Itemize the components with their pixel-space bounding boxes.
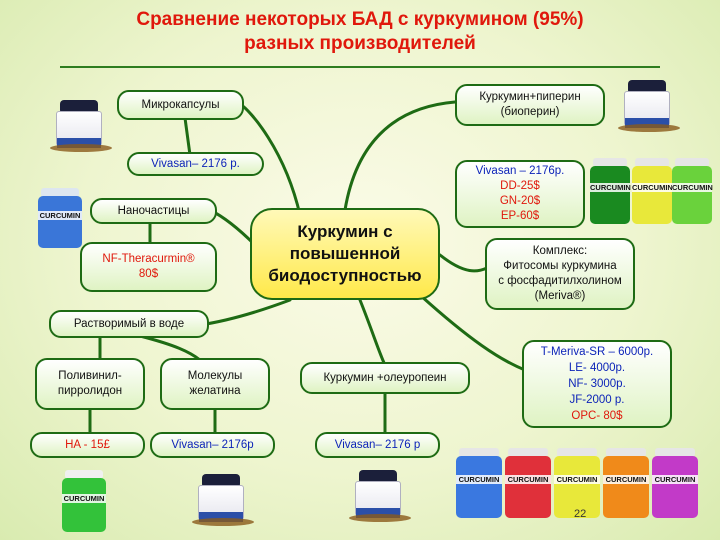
node-pvp-line-2: пирролидон	[57, 385, 123, 397]
node-nf-theracurmin: NF-Theracurmin® 80$	[80, 242, 217, 292]
node-microcapsules: Микрокапсулы	[117, 90, 244, 120]
node-piperine-line-2: (биоперин)	[500, 106, 560, 118]
curcumin-jar-image: CURCUMIN	[38, 188, 82, 248]
connector-center-soluble	[198, 298, 292, 327]
jar-label: CURCUMIN	[554, 474, 600, 484]
piperine-price-4: EP-60$	[500, 210, 540, 222]
meriva-price-5: OPC- 80$	[571, 410, 623, 422]
jar-label: CURCUMIN	[505, 474, 551, 484]
jar-label: CURCUMIN	[672, 183, 713, 193]
complex-line-2: Фитосомы куркумина	[503, 260, 617, 272]
product-tub-image	[192, 474, 254, 526]
connector-center-microcapsules	[238, 102, 302, 217]
meriva-price-4: JF-2000 р.	[569, 394, 625, 406]
curcumin-jar-image: CURCUMIN	[456, 448, 502, 518]
complex-line-3: с фосфадитилхолином	[498, 275, 622, 287]
node-gelatin-price: Vivasan– 2176р	[150, 432, 275, 458]
jar-label: CURCUMIN	[652, 474, 698, 484]
title-line-2: разных производителей	[244, 33, 476, 54]
complex-line-1: Комплекс:	[532, 245, 588, 257]
product-tub-image	[50, 100, 112, 152]
node-gelatin: Молекулы желатина	[160, 358, 270, 410]
node-nf-line-2: 80$	[138, 268, 159, 280]
node-soluble-label: Растворимый в воде	[73, 317, 185, 330]
node-nf-line-1: NF-Theracurmin®	[102, 253, 195, 265]
node-piperine-prices: Vivasan – 2176р. DD-25$ GN-20$ EP-60$	[455, 160, 585, 228]
curcumin-jar-image: CURCUMIN	[632, 158, 673, 224]
piperine-price-1: Vivasan – 2176р.	[475, 165, 565, 177]
meriva-price-2: LE- 4000р.	[568, 362, 626, 374]
curcumin-jar-image: CURCUMIN	[62, 470, 106, 532]
jar-label: CURCUMIN	[632, 183, 673, 193]
connector-microcaps-price	[183, 116, 192, 157]
connector-center-nano	[208, 208, 257, 247]
title-underline	[60, 66, 660, 68]
node-pvp-price-label: HA - 15£	[65, 438, 110, 451]
node-pvp-price: HA - 15£	[30, 432, 145, 458]
node-complex: Комплекс: Фитосомы куркумина с фосфадити…	[485, 238, 635, 310]
piperine-price-3: GN-20$	[499, 195, 541, 207]
node-nanoparticles-label: Наночастицы	[117, 204, 190, 217]
node-gelatin-price-label: Vivasan– 2176р	[171, 438, 254, 451]
piperine-price-2: DD-25$	[500, 180, 540, 192]
meriva-price-1: T-Meriva-SR – 6000р.	[540, 346, 654, 358]
center-node-label: Куркумин с повышенной биодоступностью	[268, 222, 422, 285]
node-oleuropein: Куркумин +олеуропеин	[300, 362, 470, 394]
curcumin-jar-image: CURCUMIN	[554, 448, 600, 518]
curcumin-jar-image: CURCUMIN	[652, 448, 698, 518]
node-piperine-line-1: Куркумин+пиперин	[479, 91, 581, 103]
jar-label: CURCUMIN	[62, 493, 106, 503]
slide-title: Сравнение некоторых БАД с куркумином (95…	[0, 8, 720, 56]
connector-center-complex	[438, 253, 489, 273]
curcumin-jar-image: CURCUMIN	[603, 448, 649, 518]
node-microcapsules-price-label: Vivasan– 2176 р.	[151, 157, 240, 170]
node-pvp: Поливинил- пирролидон	[35, 358, 145, 410]
curcumin-jar-image: CURCUMIN	[590, 158, 631, 224]
node-gelatin-line-1: Молекулы	[187, 370, 243, 382]
node-oleuropein-label: Куркумин +олеуропеин	[323, 371, 447, 384]
node-meriva-prices: T-Meriva-SR – 6000р. LE- 4000р. NF- 3000…	[522, 340, 672, 428]
complex-line-4: (Meriva®)	[534, 290, 586, 302]
page-number: 22	[574, 508, 587, 520]
node-oleuropein-price-label: Vivasan– 2176 р	[334, 438, 421, 451]
node-soluble: Растворимый в воде	[49, 310, 209, 338]
curcumin-jar-image: CURCUMIN	[672, 158, 713, 224]
node-microcapsules-label: Микрокапсулы	[141, 98, 220, 111]
jar-label: CURCUMIN	[456, 474, 502, 484]
node-microcapsules-price: Vivasan– 2176 р.	[127, 152, 264, 176]
connector-soluble-gelatin	[138, 334, 202, 362]
product-tub-image	[349, 470, 411, 522]
title-line-1: Сравнение некоторых БАД с куркумином (95…	[136, 9, 584, 30]
connector-center-meriva	[418, 293, 527, 372]
jar-label: CURCUMIN	[603, 474, 649, 484]
jar-label: CURCUMIN	[590, 183, 631, 193]
node-gelatin-line-2: желатина	[189, 385, 241, 397]
node-pvp-line-1: Поливинил-	[58, 370, 122, 382]
jar-label: CURCUMIN	[38, 210, 82, 220]
node-piperine: Куркумин+пиперин (биоперин)	[455, 84, 605, 126]
node-nanoparticles: Наночастицы	[90, 198, 217, 224]
connector-center-piperine	[343, 100, 457, 212]
product-tub-image	[618, 80, 680, 132]
curcumin-jar-image: CURCUMIN	[505, 448, 551, 518]
connector-center-oleuropein	[358, 298, 387, 367]
meriva-price-3: NF- 3000р.	[568, 378, 626, 390]
node-oleuropein-price: Vivasan– 2176 р	[315, 432, 440, 458]
center-node: Куркумин с повышенной биодоступностью	[250, 208, 440, 300]
